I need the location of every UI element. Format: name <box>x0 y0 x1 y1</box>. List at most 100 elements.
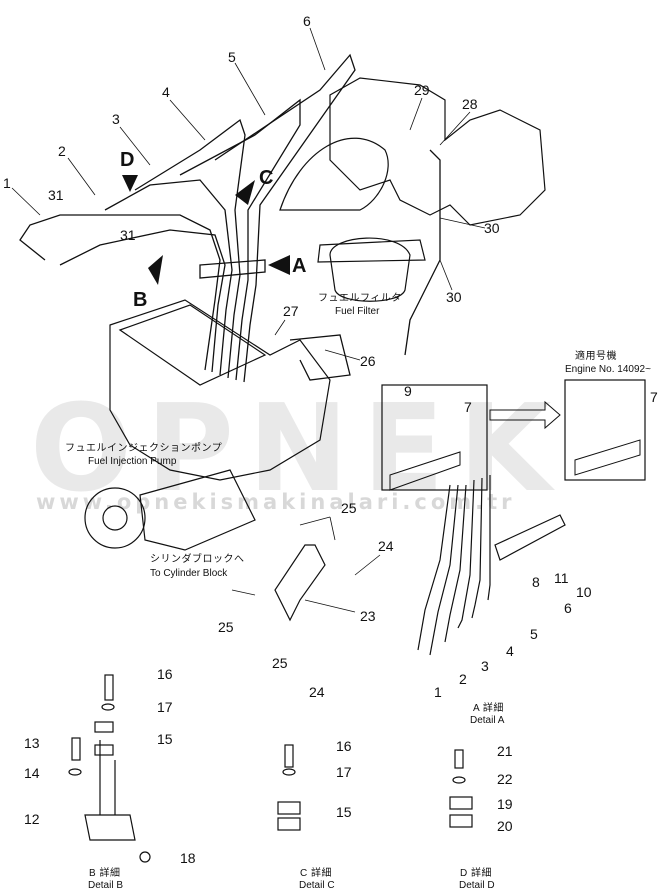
detail-b-upright <box>99 740 116 815</box>
detail-a-pipe-5 <box>471 477 483 619</box>
view-marker-d: D <box>120 149 135 171</box>
watermark-url: www.opnekismakinalari.com.tr <box>36 490 516 514</box>
detail-a-box <box>381 384 488 491</box>
leader-27 <box>274 319 286 336</box>
detail-a-pipe-1 <box>417 484 451 651</box>
bracket-7-small <box>574 439 641 476</box>
pipe-5 <box>179 98 301 381</box>
detail-b-caption-en: Detail B <box>88 880 124 891</box>
part-number-26: 26 <box>360 353 376 369</box>
part-number-20: 20 <box>497 818 513 834</box>
part-number-30a: 30 <box>484 220 500 236</box>
part-number-19: 19 <box>497 796 513 812</box>
clamp-c15b <box>277 817 301 831</box>
pipe-2 <box>59 229 226 373</box>
arrow-b <box>148 255 163 285</box>
clamp-bar <box>199 259 266 279</box>
cyl-block-caption-jp: シリンダブロックへ <box>150 554 245 565</box>
part-number-8: 8 <box>532 574 540 590</box>
leader-cyl <box>231 589 256 596</box>
part-number-27: 27 <box>283 303 299 319</box>
leader-26 <box>324 349 361 361</box>
detail-d-caption-en: Detail D <box>459 880 495 891</box>
view-marker-a: A <box>292 255 307 277</box>
clamp-19 <box>449 796 473 810</box>
arrow-d <box>122 175 138 192</box>
fuel-return-pipe <box>404 149 441 356</box>
leader-3 <box>119 126 151 166</box>
part-number-30b: 30 <box>446 289 462 305</box>
part-number-6: 6 <box>303 13 311 29</box>
part-number-10: 10 <box>576 584 592 600</box>
pipe-1 <box>19 214 221 371</box>
part-number-18: 18 <box>180 850 196 866</box>
part-number-21: 21 <box>497 743 513 759</box>
part-number-24a: 24 <box>378 538 394 554</box>
pipe-4 <box>134 118 246 379</box>
clamp-15a <box>94 721 114 733</box>
engine-rocker-cover <box>279 137 389 211</box>
transfer-arrow <box>489 400 561 430</box>
part-number-16c: 16 <box>336 738 352 754</box>
fuel-pump-caption-en: Fuel Injection Pump <box>88 456 177 467</box>
part-number-1: 1 <box>3 175 11 191</box>
part-number-3: 3 <box>112 111 120 127</box>
bracket-8 <box>494 514 566 561</box>
leader-28 <box>439 111 471 146</box>
part-number-31b: 31 <box>120 227 136 243</box>
part-number-29: 29 <box>414 82 430 98</box>
detail-a-pipe-4 <box>457 479 475 629</box>
leader-4 <box>169 99 206 141</box>
part-number-25c: 25 <box>272 655 288 671</box>
clamp-20 <box>449 814 473 828</box>
view-marker-c: C <box>259 167 274 189</box>
leader-29 <box>409 97 423 131</box>
part-number-4: 4 <box>162 84 170 100</box>
part-number-24b: 24 <box>309 684 325 700</box>
arrow-c <box>235 180 255 205</box>
detail-a-pipe-2 <box>429 484 459 656</box>
part-number-2: 2 <box>58 143 66 159</box>
engine-no-caption-jp: 適用号機 <box>575 351 617 362</box>
part-number-15b: 15 <box>157 731 173 747</box>
overflow-pipe <box>289 334 351 381</box>
washer-22 <box>452 776 466 784</box>
leader-2 <box>67 157 96 196</box>
engine-no-box <box>564 379 646 481</box>
pump-gear-housing <box>84 487 146 549</box>
detail-b-caption-jp: B 詳細 <box>89 868 121 879</box>
detail-a-caption-jp: A 詳細 <box>473 703 504 714</box>
part-number-23: 23 <box>360 608 376 624</box>
part-number-11: 11 <box>554 570 569 586</box>
washer-14 <box>68 768 82 776</box>
leader-24 <box>354 554 381 576</box>
fuel-filter-bowl <box>329 237 411 302</box>
view-marker-b: B <box>133 289 148 311</box>
fuel-pump-caption-jp: フュエルインジェクションポンプ <box>65 443 223 454</box>
part-number-2b: 2 <box>459 671 467 687</box>
part-number-5: 5 <box>228 49 236 65</box>
watermark-logo: OPNEK <box>30 380 566 519</box>
injection-pump-body <box>109 299 331 481</box>
part-number-7a: 7 <box>464 399 472 415</box>
washer-c17 <box>282 768 296 776</box>
part-number-12: 12 <box>24 811 40 827</box>
fuel-filter-caption-en: Fuel Filter <box>335 306 380 317</box>
pump-lower-body <box>139 469 256 551</box>
detail-d-caption-jp: D 詳細 <box>460 868 492 879</box>
engine-head-outline <box>329 77 546 226</box>
part-number-25b: 25 <box>218 619 234 635</box>
leader-30a <box>439 217 486 229</box>
bolt-16 <box>104 674 114 701</box>
part-number-15c: 15 <box>336 804 352 820</box>
leader-1 <box>11 187 41 216</box>
detail-a-pipe-6 <box>487 475 491 601</box>
detail-c-caption-jp: C 詳細 <box>300 868 332 879</box>
part-number-1b: 1 <box>434 684 442 700</box>
bolt-21 <box>454 749 464 769</box>
leader-5 <box>234 62 266 116</box>
pump-gear-hub <box>102 505 128 531</box>
clamp-c15a <box>277 801 301 815</box>
part-number-4b: 4 <box>506 643 514 659</box>
